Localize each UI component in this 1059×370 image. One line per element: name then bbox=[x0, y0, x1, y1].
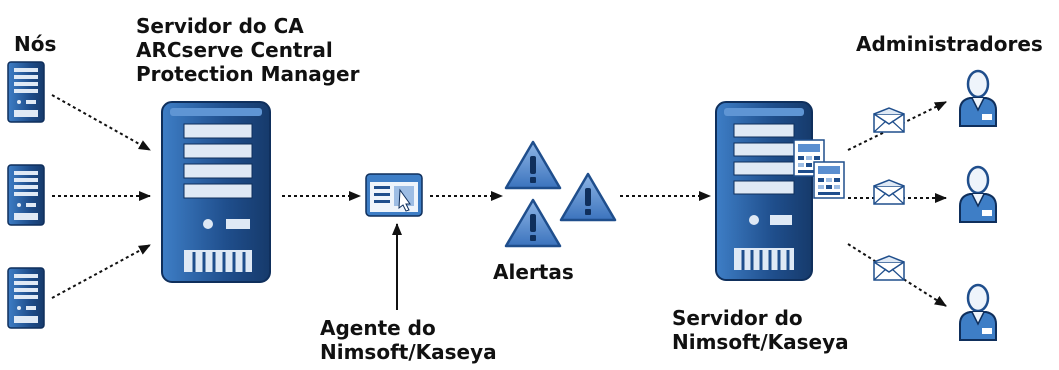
agent-label-line-2: Nimsoft/Kaseya bbox=[320, 340, 497, 364]
node-server-2 bbox=[7, 164, 45, 226]
agent-window-icon bbox=[365, 173, 423, 217]
agent-label-line-1: Agente do bbox=[320, 316, 436, 340]
warning-triangle-icon bbox=[504, 140, 562, 190]
nimsoft-server-label-line-2: Nimsoft/Kaseya bbox=[672, 330, 849, 354]
nodes-label: Nós bbox=[14, 32, 57, 56]
warning-triangle-icon bbox=[559, 172, 617, 222]
nimsoft-server-label-line-1: Servidor do bbox=[672, 306, 803, 330]
node-server-1 bbox=[7, 61, 45, 123]
nimsoft-server-icon bbox=[715, 101, 813, 281]
warning-triangle-icon bbox=[504, 198, 562, 248]
report-document-icon bbox=[813, 161, 845, 199]
ca-server-label-line-2: ARCserve Central bbox=[136, 38, 333, 62]
nimsoft-server-label: Servidor do Nimsoft/Kaseya bbox=[672, 306, 849, 354]
user-icon bbox=[959, 283, 997, 341]
envelope-icon bbox=[873, 255, 905, 281]
report-document-icon bbox=[793, 139, 825, 177]
agent-label: Agente do Nimsoft/Kaseya bbox=[320, 316, 497, 364]
envelope-icon bbox=[873, 107, 905, 133]
node-arrows bbox=[51, 94, 151, 299]
ca-server-label-line-3: Protection Manager bbox=[136, 62, 360, 86]
envelope-icon bbox=[873, 179, 905, 205]
user-icon bbox=[959, 69, 997, 127]
ca-server-label-line-1: Servidor do CA bbox=[136, 14, 304, 38]
admins-label: Administradores bbox=[856, 32, 1043, 56]
alerts-label: Alertas bbox=[493, 260, 574, 284]
user-icon bbox=[959, 165, 997, 223]
node-server-3 bbox=[7, 267, 45, 329]
ca-server-icon bbox=[161, 101, 271, 283]
ca-server-label: Servidor do CA ARCserve Central Protecti… bbox=[136, 14, 359, 86]
